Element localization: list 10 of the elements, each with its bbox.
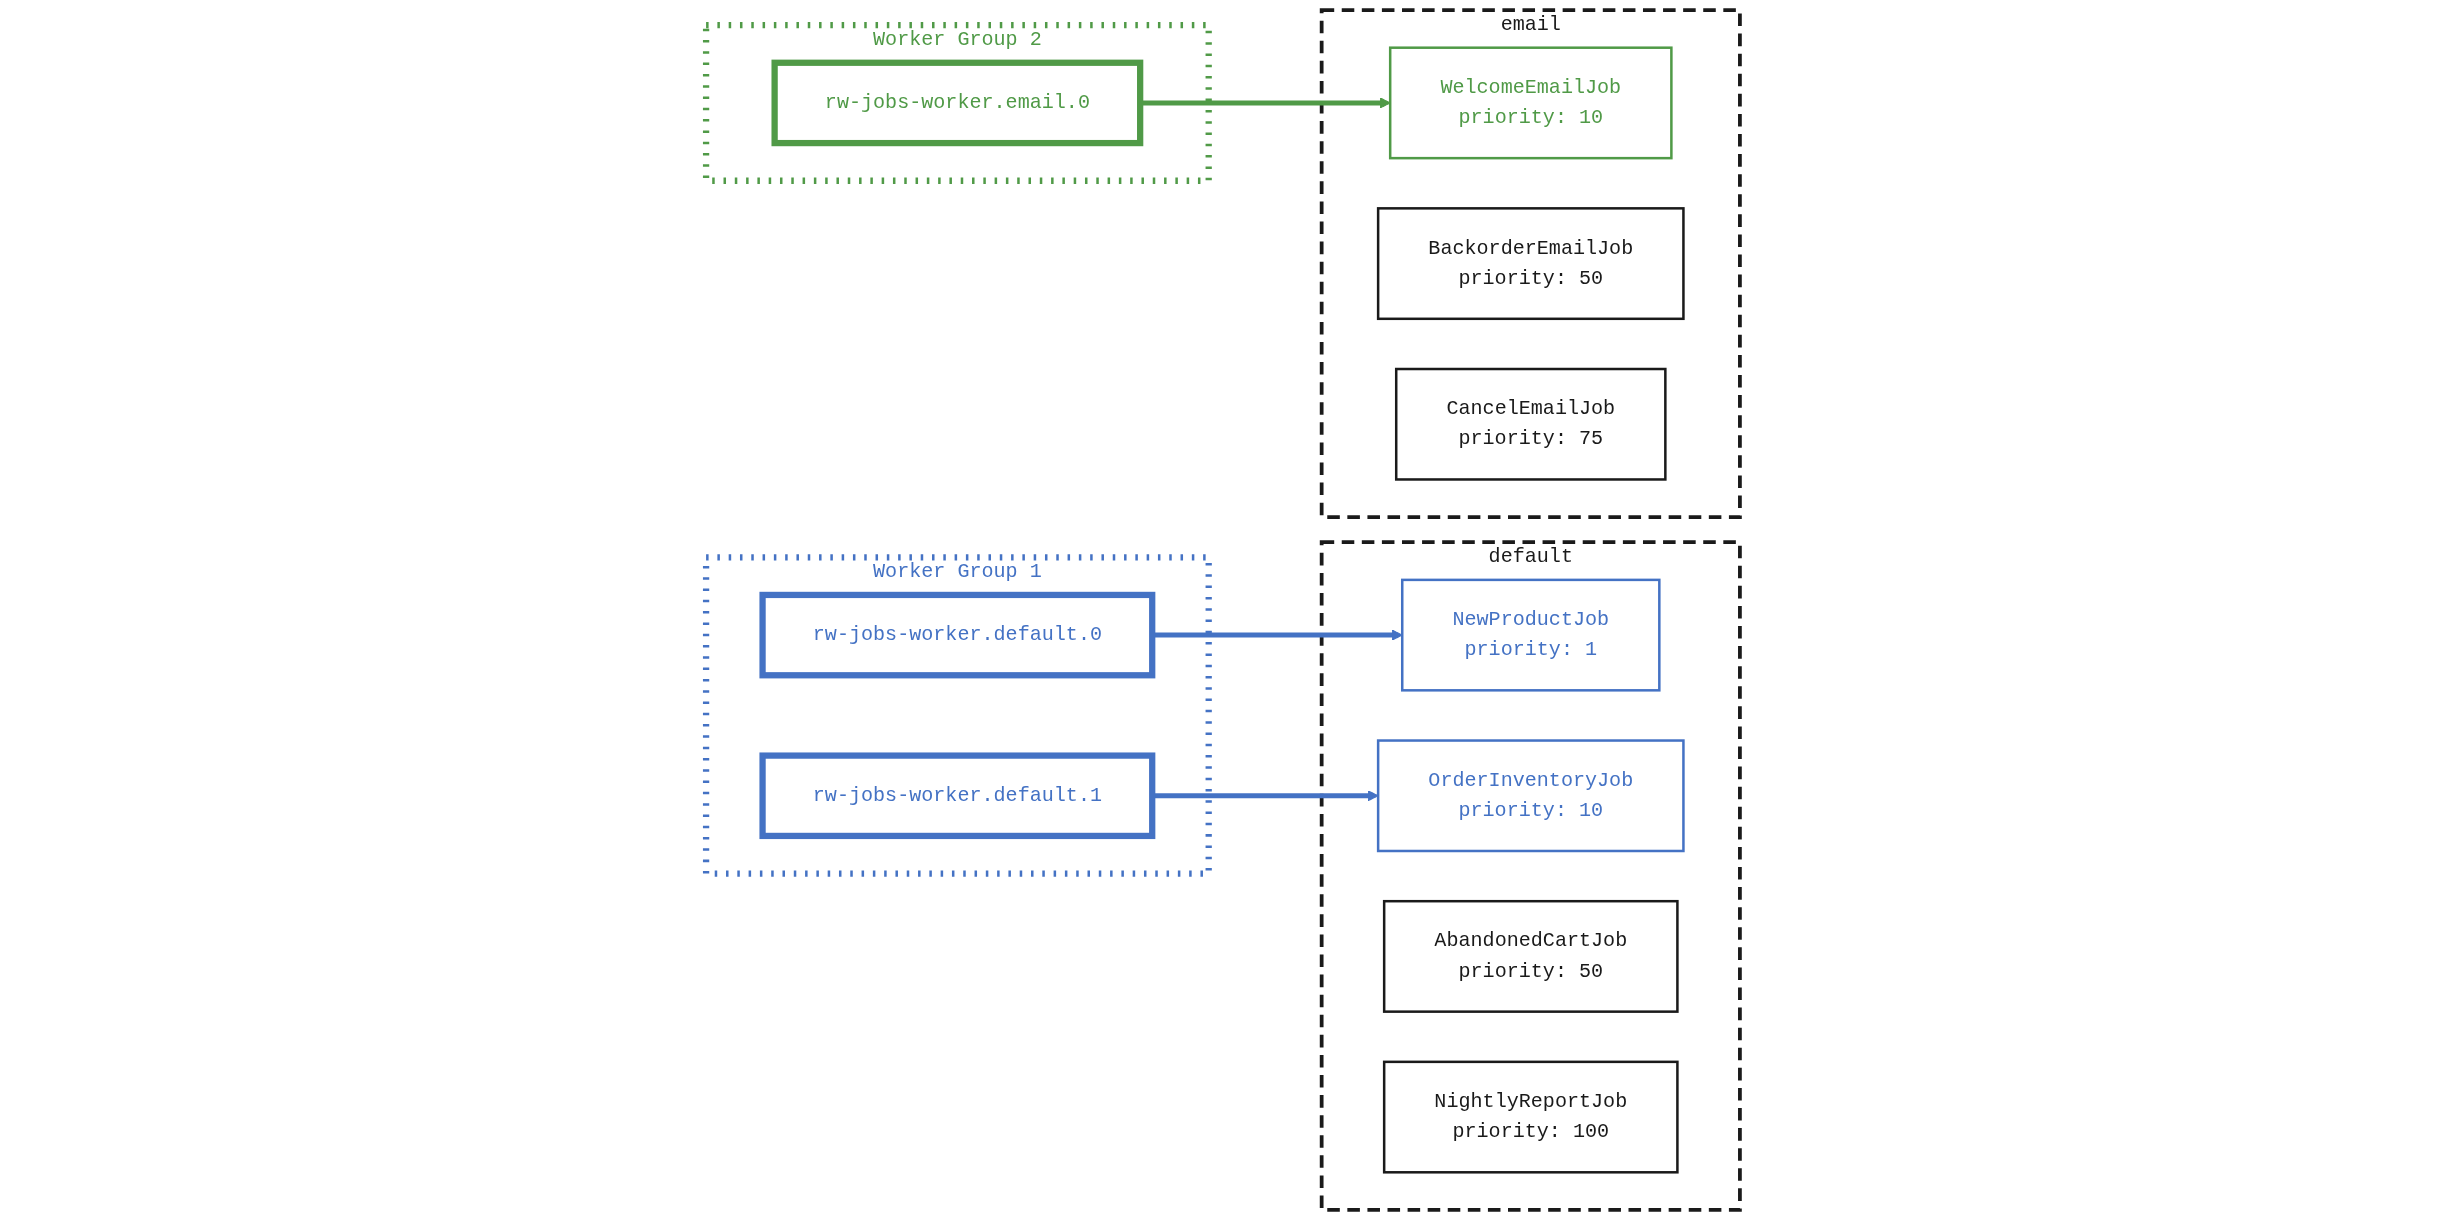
- node-box: rw-jobs-worker.email.0: [771, 59, 1144, 147]
- node-box: NightlyReportJob priority: 100: [1382, 1060, 1679, 1174]
- node-box: NewProductJob priority: 1: [1401, 578, 1661, 692]
- node-box: WelcomeEmailJob priority: 10: [1388, 46, 1673, 160]
- node-box: BackorderEmailJob priority: 50: [1376, 207, 1685, 321]
- node-box: rw-jobs-worker.default.0: [759, 591, 1156, 679]
- node-box: rw-jobs-worker.default.1: [759, 752, 1156, 840]
- node-box: OrderInventoryJob priority: 10: [1376, 739, 1685, 853]
- node-box: AbandonedCartJob priority: 50: [1382, 899, 1679, 1013]
- node-box: CancelEmailJob priority: 75: [1394, 367, 1667, 481]
